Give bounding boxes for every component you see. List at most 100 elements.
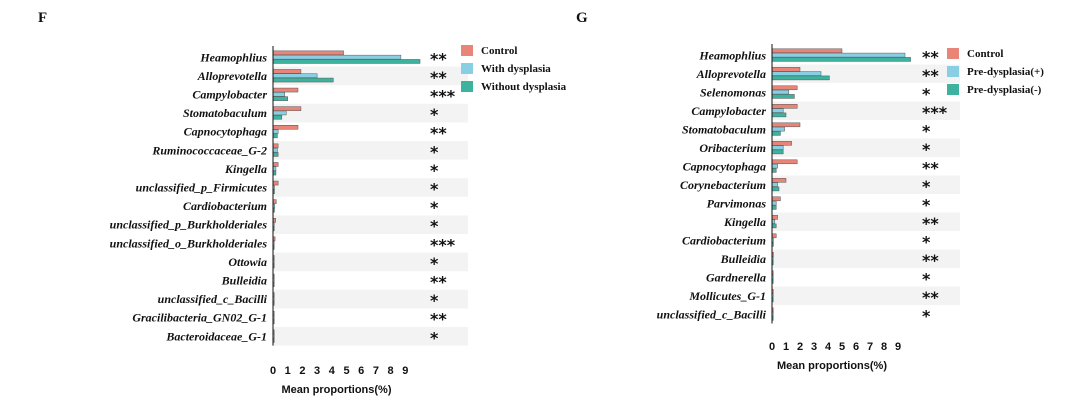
legend-label: Control	[967, 48, 1003, 60]
bar-control	[272, 162, 279, 167]
x-tick-label: 0	[270, 365, 276, 377]
chart-panel-g: GHeamophlius**Alloprevotella**Selenomona…	[576, 10, 1044, 372]
category-label: Bacteroidaceae_G-1	[165, 329, 267, 343]
row-stripe	[772, 286, 960, 305]
category-label: Selenomonas	[700, 85, 766, 99]
significance-marker: **	[430, 68, 447, 87]
bar-with-dysplasia	[272, 54, 402, 60]
legend-swatch	[947, 66, 959, 77]
legend-label: Pre-dysplasia(+)	[967, 66, 1044, 78]
bar-pre-dysplasia-	[771, 182, 778, 187]
significance-marker: **	[430, 49, 447, 68]
bar-with-dysplasia	[272, 129, 279, 134]
legend-label: Without dysplasia	[481, 81, 567, 93]
category-label: Stomatobaculum	[682, 122, 766, 136]
category-label: Oribacterium	[699, 141, 766, 155]
category-label: Alloprevotella	[696, 67, 766, 81]
legend-label: With dysplasia	[481, 63, 551, 75]
significance-marker: *	[922, 84, 931, 103]
x-tick-label: 2	[797, 341, 803, 353]
category-label: Gracilibacteria_GN02_G-1	[132, 311, 267, 325]
legend-swatch	[461, 63, 473, 74]
bar-control	[272, 69, 302, 74]
significance-marker: **	[922, 251, 939, 270]
bar-control	[771, 85, 798, 91]
bar-pre-dysplasia-	[771, 186, 780, 192]
bar-without-dysplasia	[272, 115, 283, 120]
chart-panel-f: FHeamophlius**Alloprevotella**Campylobac…	[38, 10, 567, 396]
bar-pre-dysplasia-	[771, 126, 785, 132]
category-label: Kingella	[723, 215, 766, 229]
significance-marker: *	[430, 142, 439, 161]
bar-control	[771, 178, 787, 183]
bar-pre-dysplasia-	[771, 52, 906, 58]
x-tick-label: 5	[343, 365, 349, 377]
bar-control	[272, 125, 299, 130]
bar-control	[771, 122, 801, 128]
x-tick-label: 0	[769, 341, 775, 353]
legend-swatch	[947, 84, 959, 95]
significance-marker: *	[922, 306, 931, 325]
x-tick-label: 5	[839, 341, 845, 353]
bar-with-dysplasia	[272, 147, 278, 153]
x-tick-label: 6	[358, 365, 364, 377]
significance-marker: **	[922, 158, 939, 177]
bar-control	[272, 106, 302, 111]
bar-with-dysplasia	[272, 110, 287, 116]
x-tick-label: 4	[329, 365, 336, 377]
x-tick-label: 9	[402, 365, 408, 377]
significance-marker: **	[430, 124, 447, 143]
x-tick-label: 6	[853, 341, 859, 353]
bar-pre-dysplasia-	[771, 71, 822, 76]
bar-without-dysplasia	[272, 59, 421, 64]
category-label: Heamophlius	[199, 50, 267, 64]
significance-marker: **	[922, 66, 939, 85]
row-stripe	[273, 327, 468, 346]
bar-pre-dysplasia-	[771, 168, 777, 173]
significance-marker: ***	[430, 235, 456, 254]
x-tick-label: 4	[825, 341, 832, 353]
category-label: Ottowia	[228, 255, 267, 269]
bar-pre-dysplasia-	[771, 112, 787, 118]
x-tick-label: 2	[299, 365, 305, 377]
row-stripe	[273, 103, 468, 123]
bar-control	[771, 141, 792, 146]
bar-control	[771, 233, 777, 239]
panel-letter: F	[38, 10, 47, 26]
significance-marker: *	[922, 232, 931, 251]
significance-marker: *	[430, 180, 439, 199]
category-label: Stomatobaculum	[183, 106, 267, 120]
significance-marker: **	[922, 214, 939, 233]
bar-control	[771, 196, 781, 202]
legend-label: Pre-dysplasia(-)	[967, 84, 1042, 96]
category-label: unclassified_o_Burkholderiales	[110, 236, 268, 250]
row-stripe	[273, 252, 468, 272]
category-label: Corynebacterium	[680, 178, 766, 192]
significance-marker: *	[430, 198, 439, 217]
category-label: Cardiobacterium	[682, 233, 766, 247]
x-tick-label: 9	[895, 341, 901, 353]
significance-marker: ***	[430, 87, 456, 106]
category-label: Parvimonas	[707, 196, 767, 210]
category-label: Heamophlius	[698, 48, 766, 62]
bar-control	[771, 48, 843, 54]
bar-without-dysplasia	[272, 96, 288, 101]
significance-marker: *	[922, 177, 931, 196]
x-axis-label: Mean proportions(%)	[282, 384, 392, 396]
bar-pre-dysplasia-	[771, 131, 781, 136]
bar-control	[272, 50, 344, 56]
bar-pre-dysplasia-	[771, 89, 790, 95]
significance-marker: *	[430, 217, 439, 236]
category-label: Gardnerella	[706, 270, 766, 284]
bar-pre-dysplasia-	[771, 223, 777, 229]
significance-marker: **	[922, 47, 939, 66]
panel-letter: G	[576, 10, 588, 26]
bar-control	[771, 159, 798, 165]
category-label: Bulleidia	[221, 274, 267, 288]
bar-pre-dysplasia-	[771, 200, 777, 206]
category-label: unclassified_p_Burkholderiales	[110, 218, 268, 232]
x-tick-label: 7	[867, 341, 873, 353]
bar-without-dysplasia	[272, 77, 334, 83]
row-stripe	[273, 289, 468, 309]
bar-control	[771, 104, 798, 109]
